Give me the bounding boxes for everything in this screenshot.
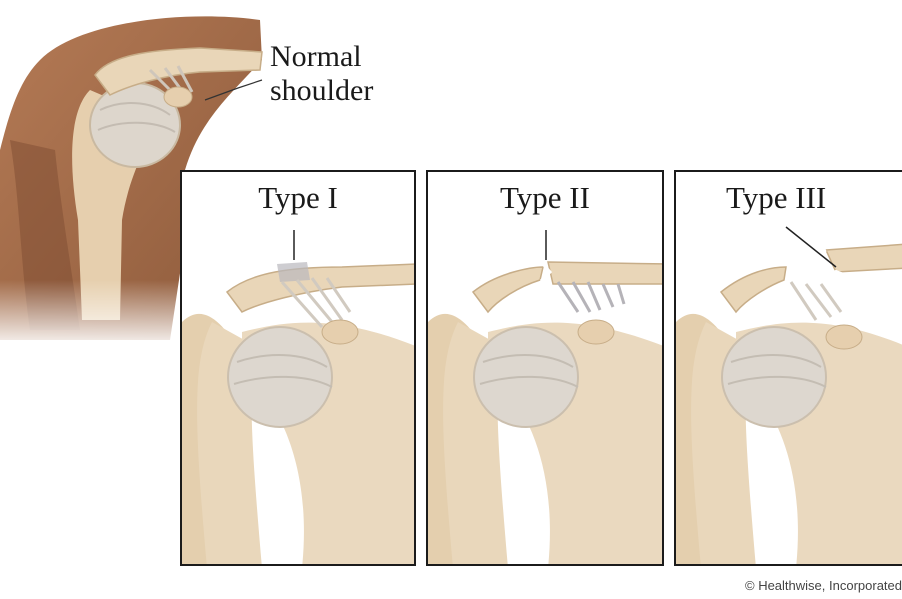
panel-type-3: Type III bbox=[674, 170, 902, 566]
panel-title-type-2: Type II bbox=[428, 180, 662, 216]
panel-type-1: Type I bbox=[180, 170, 416, 566]
panel-title-type-1: Type I bbox=[182, 180, 414, 216]
type-2-illustration bbox=[428, 172, 664, 566]
type-3-illustration bbox=[676, 172, 902, 566]
normal-label-line1: Normal bbox=[270, 40, 373, 74]
copyright-credit: © Healthwise, Incorporated bbox=[745, 578, 902, 593]
panel-title-type-3: Type III bbox=[726, 180, 902, 216]
normal-label-line2: shoulder bbox=[270, 74, 373, 108]
normal-shoulder-label: Normal shoulder bbox=[270, 40, 373, 108]
panel-type-2: Type II bbox=[426, 170, 664, 566]
type-1-illustration bbox=[182, 172, 416, 566]
